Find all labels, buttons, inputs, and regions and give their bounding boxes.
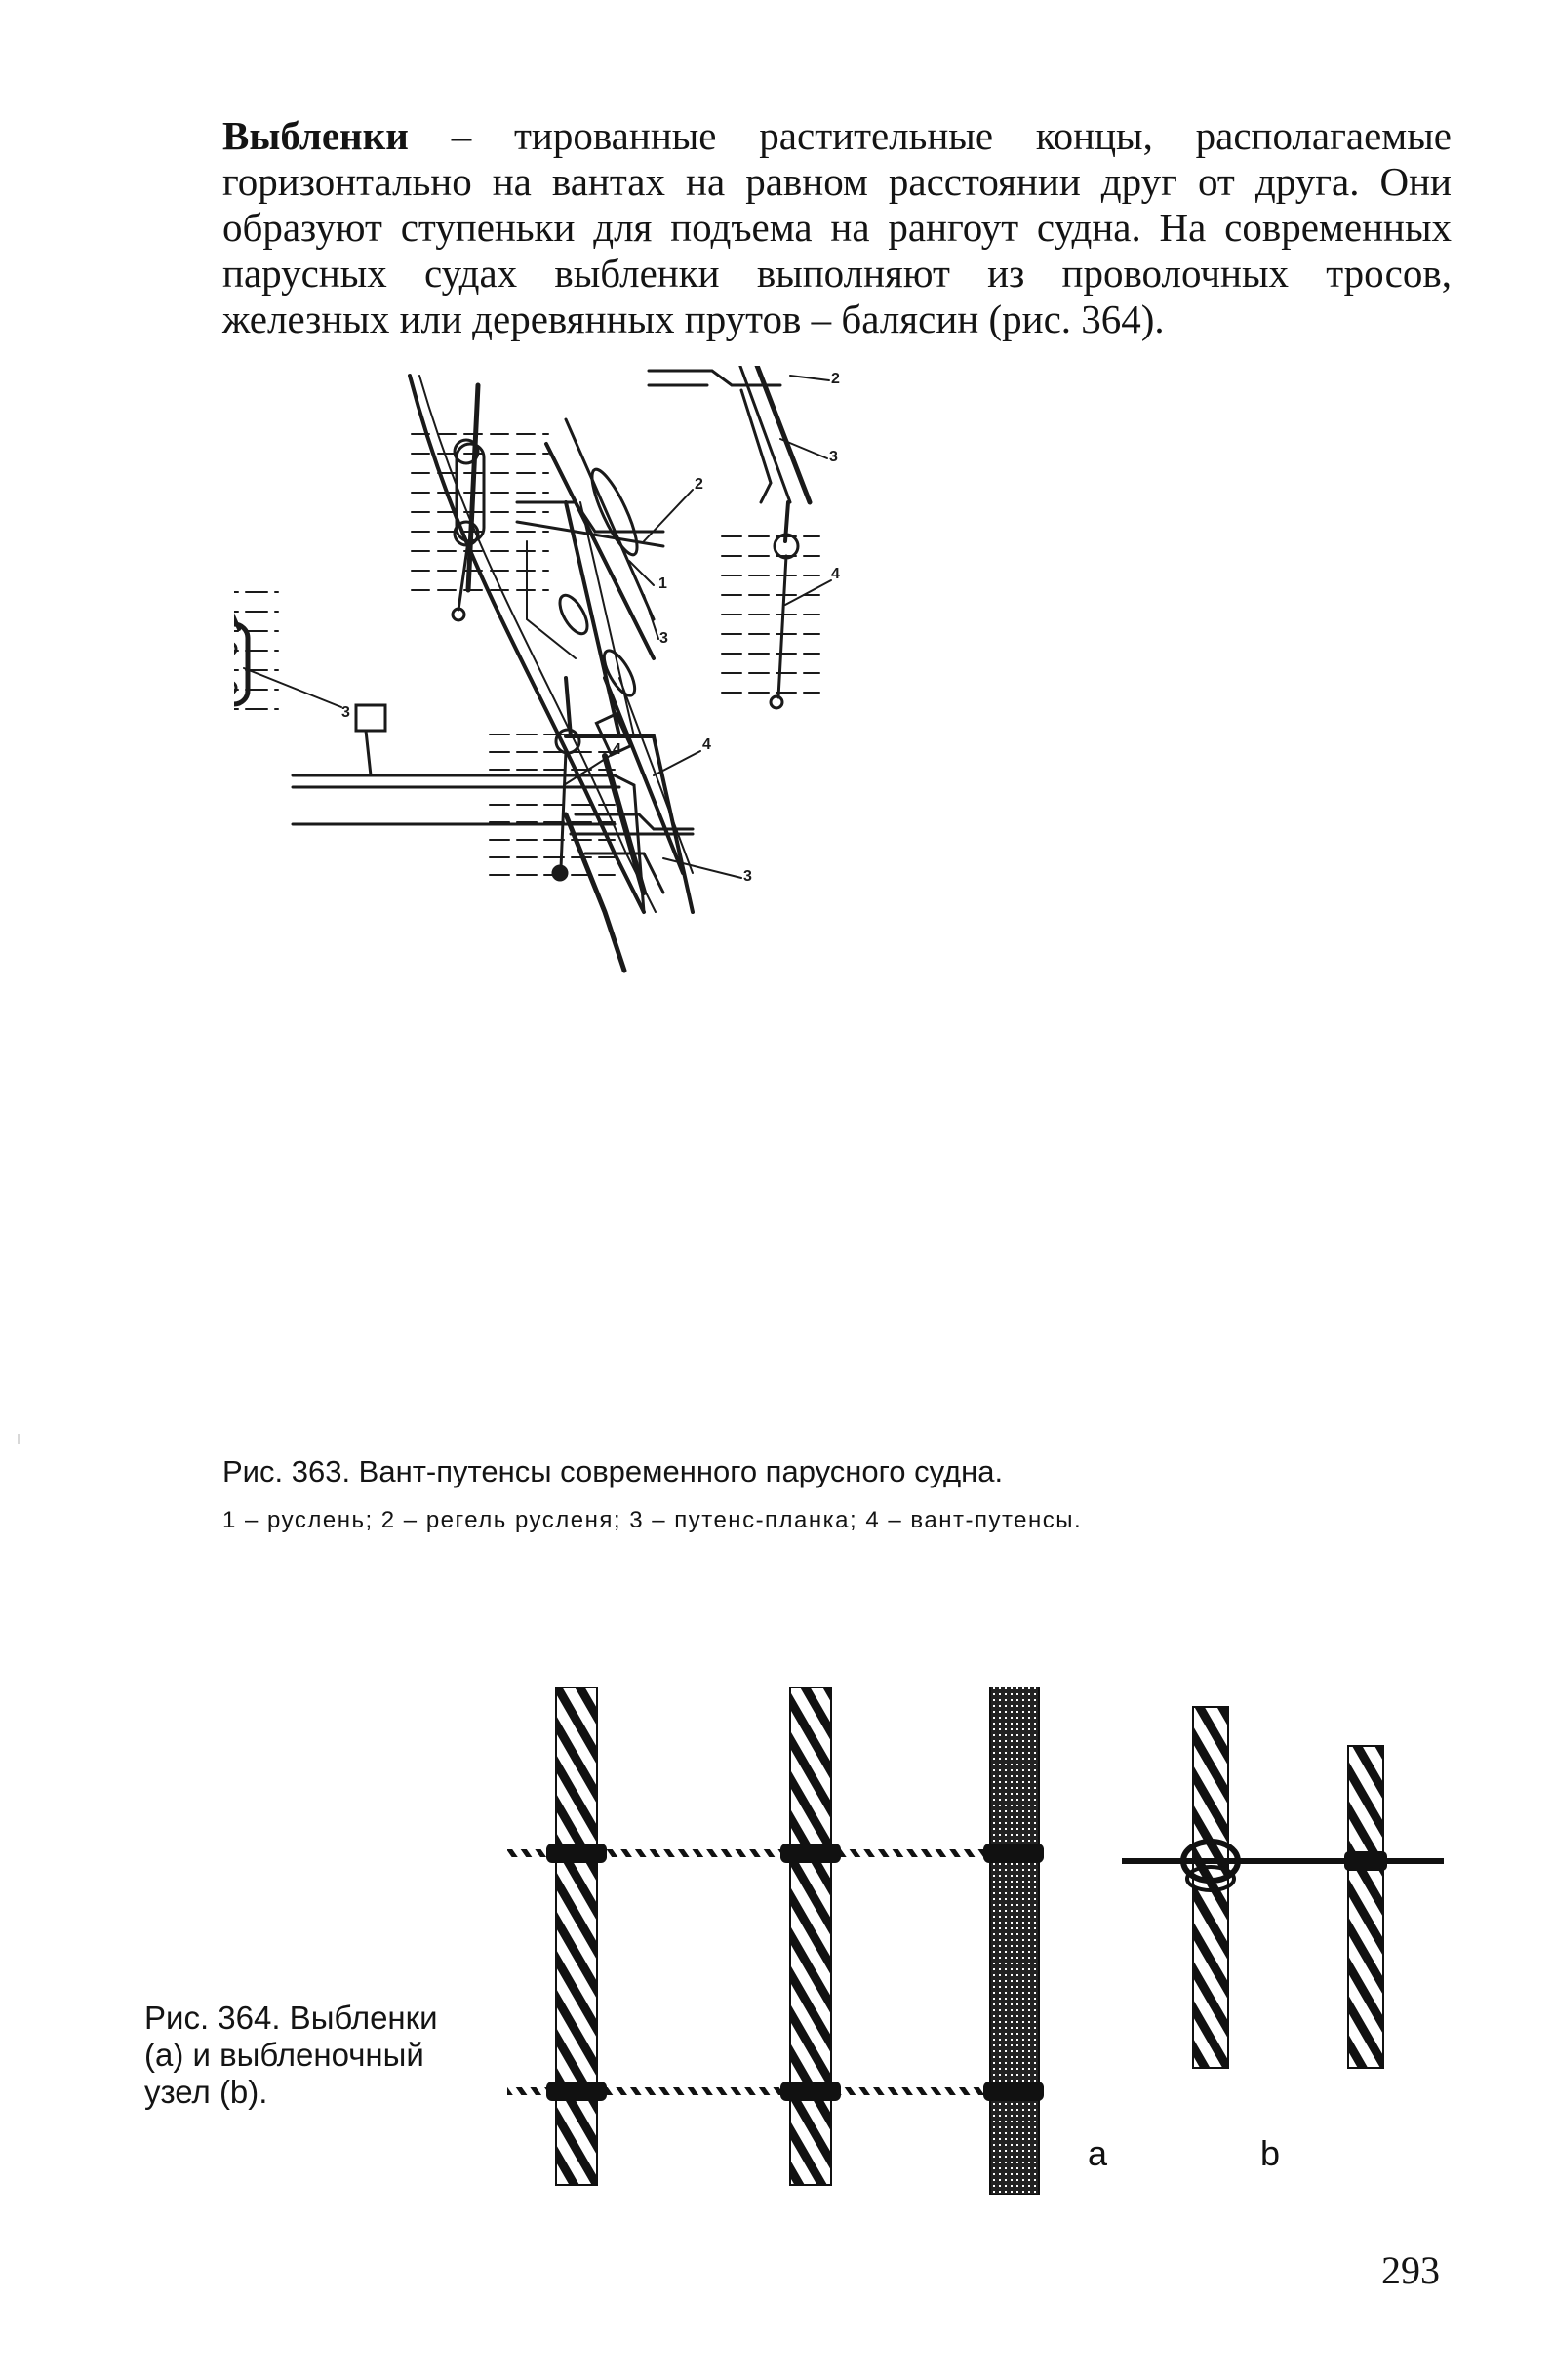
- callout-3-mid: 3: [659, 630, 668, 647]
- main-shroud-drawing: [291, 374, 695, 973]
- callout-2-top: 2: [831, 371, 840, 387]
- intro-paragraph: Выбленки – тированные растительные концы…: [222, 113, 1452, 342]
- figure-363-caption: Рис. 363. Вант-путенсы современного пару…: [222, 1450, 1432, 1540]
- inset-rigging-screw: [411, 382, 549, 622]
- inset-channel-2: [515, 417, 694, 738]
- ratline-ladder-a: [507, 1687, 1044, 2195]
- callout-4-channel: 4: [702, 736, 711, 753]
- callout-4-right: 4: [831, 566, 840, 582]
- callout-1-mid: 1: [658, 575, 667, 592]
- intro-text: – тированные растительные концы, распола…: [222, 113, 1452, 341]
- page-number: 293: [1381, 2248, 1440, 2292]
- clove-hitch-b: [1122, 1706, 1444, 2069]
- figure-363-illustration: 3 2 1 3 4 1 2 3 4 4 4 3: [234, 366, 840, 973]
- inset-channel-4b: [569, 676, 742, 894]
- inset-putens-4c: [721, 500, 832, 710]
- callout-4-bottom: 4: [613, 741, 621, 758]
- figure-363-title: Рис. 363. Вант-путенсы современного пару…: [222, 1454, 1004, 1488]
- callout-2-mid: 2: [695, 476, 703, 493]
- figure-363-legend: 1 – руслень; 2 – регель русленя; 3 – пут…: [222, 1507, 1083, 1533]
- label-a: a: [1088, 2133, 1108, 2173]
- callout-3-channel: 3: [743, 868, 752, 885]
- scan-mark: [18, 1434, 20, 1444]
- callout-3-top: 3: [829, 449, 838, 465]
- label-b: b: [1260, 2133, 1280, 2173]
- callout-3-left: 3: [341, 704, 350, 721]
- inset-putens-4a: [489, 676, 616, 882]
- inset-channel-top-right: [647, 366, 830, 505]
- inset-putens-plate: [234, 591, 342, 710]
- figure-364-caption: Рис. 364. Выбленки (а) и выбленочный узе…: [144, 2000, 438, 2110]
- term-vyblenki: Выбленки: [222, 113, 409, 158]
- figure-364-illustration: a b: [507, 1687, 1444, 2195]
